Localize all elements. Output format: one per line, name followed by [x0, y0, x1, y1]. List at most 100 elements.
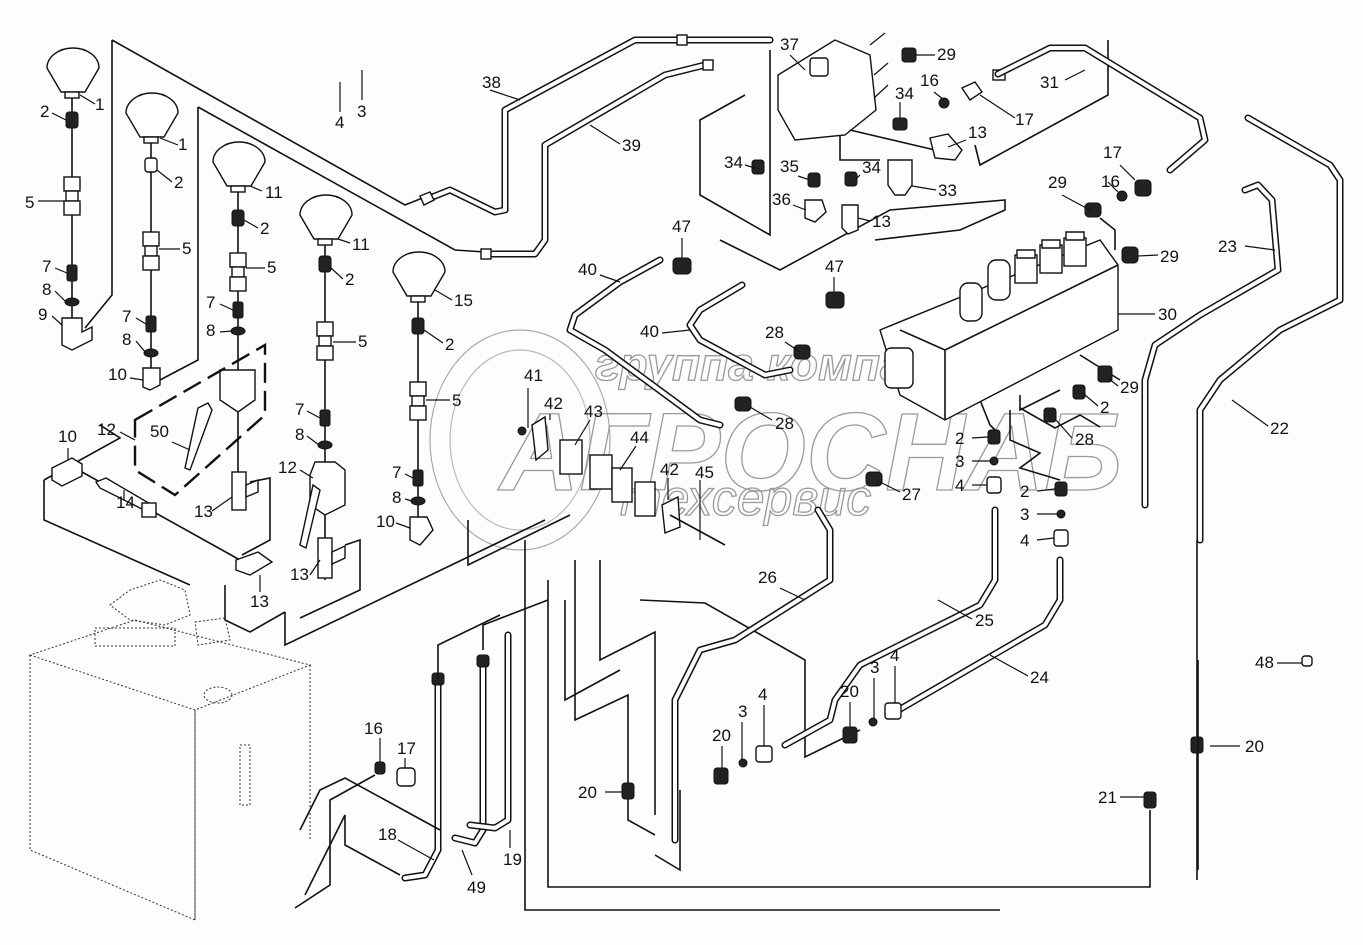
- callout-26: 26: [758, 568, 806, 601]
- callout-27: 27: [877, 480, 921, 504]
- hydraulic-tank: [28, 579, 312, 921]
- guide-line: [84, 40, 113, 329]
- accumulator: [392, 251, 446, 303]
- callout-2: 2: [423, 329, 454, 354]
- callout-22: 22: [1231, 399, 1289, 438]
- callout-label: 17: [1015, 110, 1034, 129]
- callout-label: 29: [1120, 378, 1139, 397]
- callout-label: 26: [758, 568, 777, 587]
- callout-16: 16: [920, 71, 945, 101]
- callout-4: 4: [758, 685, 767, 746]
- callout-34: 34: [895, 84, 914, 118]
- pipe-31: [994, 44, 1209, 174]
- guide-line: [574, 560, 656, 836]
- callout-label: 40: [578, 260, 597, 279]
- callout-label: 2: [1100, 398, 1109, 417]
- callout-label: 25: [975, 611, 994, 630]
- callout-label: 48: [1255, 653, 1274, 672]
- callout-label: 16: [1101, 172, 1120, 191]
- callout-20: 20: [1210, 737, 1264, 756]
- guide-line: [224, 585, 286, 633]
- guide-line: [482, 599, 549, 650]
- callout-13: 13: [194, 496, 233, 521]
- callout-40: 40: [640, 322, 691, 341]
- callout-label: 4: [1020, 531, 1029, 550]
- callout-3: 3: [955, 452, 990, 471]
- accumulator: [212, 141, 266, 193]
- callout-35: 35: [780, 157, 811, 181]
- callout-label: 4: [890, 646, 899, 665]
- callout-4: 4: [335, 82, 344, 132]
- callout-7: 7: [295, 400, 321, 419]
- callout-label: 10: [58, 427, 77, 446]
- callout-2: 2: [40, 102, 67, 121]
- guide-line: [524, 540, 1000, 911]
- callout-label: 2: [1020, 482, 1029, 501]
- callout-label: 34: [724, 153, 743, 172]
- callout-leader-line: [574, 419, 591, 446]
- callout-label: 20: [578, 783, 597, 802]
- callout-leader-line: [589, 124, 621, 145]
- callout-label: 9: [38, 305, 47, 324]
- guide-line: [43, 480, 191, 586]
- callout-10: 10: [108, 365, 144, 384]
- guide-line: [1019, 407, 1101, 429]
- valve-kit-box: [133, 342, 267, 497]
- guide-line: [699, 50, 771, 237]
- callout-leader-line: [979, 94, 1016, 119]
- callout-label: 4: [955, 476, 964, 495]
- guide-line: [974, 40, 1109, 167]
- callout-leader-line: [1055, 419, 1073, 439]
- callout-leader-line: [135, 340, 147, 354]
- callout-label: 8: [295, 425, 304, 444]
- callout-14: 14: [116, 490, 135, 512]
- callout-leader-line: [156, 169, 173, 183]
- callout-label: 8: [392, 488, 401, 507]
- callout-label: 39: [622, 136, 641, 155]
- callout-label: 27: [902, 485, 921, 504]
- callout-label: 10: [376, 512, 395, 531]
- callout-leader-line: [119, 431, 136, 441]
- callout-label: 31: [1040, 73, 1059, 92]
- callout-label: 17: [397, 739, 416, 758]
- callout-leader-line: [171, 441, 191, 451]
- callout-29: 29: [1137, 247, 1179, 266]
- callout-18: 18: [378, 825, 435, 861]
- callout-leader-line: [1244, 245, 1276, 251]
- callout-leader-line: [395, 522, 411, 529]
- callout-leader-line: [1064, 69, 1086, 81]
- callout-label: 47: [672, 217, 691, 236]
- callout-label: 3: [357, 102, 366, 121]
- guide-line: [639, 599, 861, 759]
- accumulator: [125, 92, 179, 144]
- callout-leader-line: [330, 267, 344, 280]
- guide-line: [197, 106, 486, 253]
- callout-38: 38: [482, 73, 521, 101]
- callout-23: 23: [1218, 237, 1276, 256]
- callout-label: 13: [250, 592, 269, 611]
- callout-label: 34: [895, 84, 914, 103]
- callout-label: 7: [295, 400, 304, 419]
- callout-label: 28: [765, 323, 784, 342]
- callout-7: 7: [42, 257, 68, 276]
- guide-line: [437, 614, 501, 680]
- callout-20: 20: [712, 726, 731, 768]
- callout-leader-line: [1119, 164, 1136, 181]
- callout-16: 16: [1101, 172, 1120, 193]
- callout-label: 4: [758, 685, 767, 704]
- callout-13: 13: [857, 212, 891, 231]
- callout-label: 24: [1030, 668, 1049, 687]
- callout-34: 34: [854, 158, 881, 181]
- callout-label: 45: [695, 463, 714, 482]
- callout-label: 2: [40, 102, 49, 121]
- callout-label: 29: [1160, 247, 1179, 266]
- guide-line: [719, 199, 1006, 271]
- sight-glass: [239, 744, 251, 806]
- callout-label: 37: [780, 35, 799, 54]
- callout-leader-line: [1084, 394, 1099, 407]
- callout-2: 2: [330, 267, 354, 289]
- callout-label: 20: [712, 726, 731, 745]
- callout-leader-line: [79, 94, 96, 105]
